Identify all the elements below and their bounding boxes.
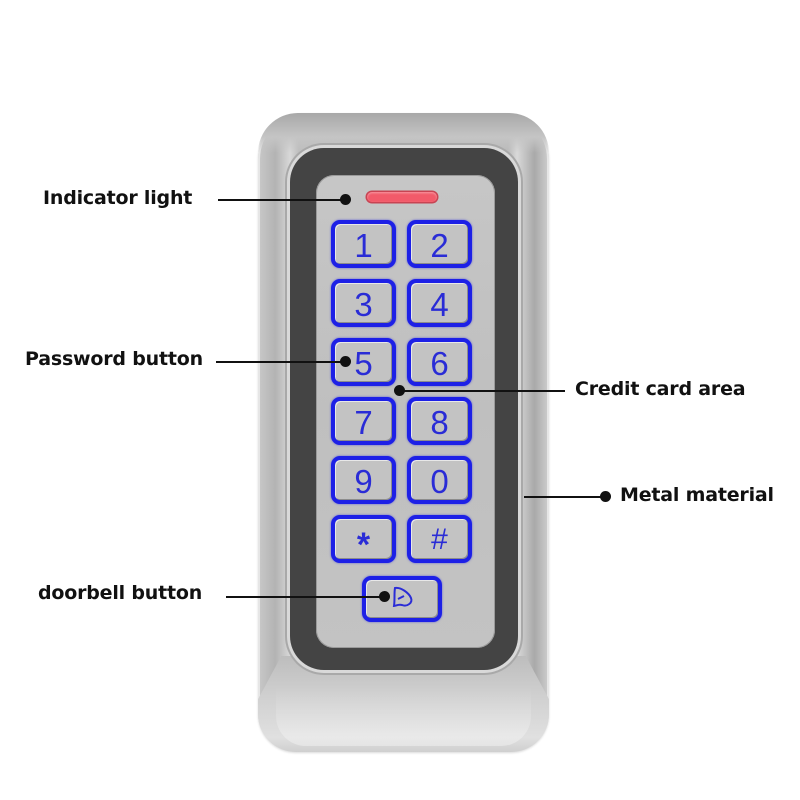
label-indicator-light: Indicator light xyxy=(43,187,193,209)
device-top-bevel xyxy=(258,113,549,153)
key-label: 7 xyxy=(354,403,373,441)
key-6[interactable]: 6 xyxy=(407,338,472,386)
label-metal-material: Metal material xyxy=(620,484,774,506)
key-label: 5 xyxy=(354,344,373,382)
label-password-button: Password button xyxy=(25,348,203,370)
device-base-shine xyxy=(276,686,531,746)
key-7[interactable]: 7 xyxy=(331,397,396,445)
leader-indicator-light xyxy=(218,199,346,201)
key-1[interactable]: 1 xyxy=(331,220,396,268)
key-label: * xyxy=(356,526,371,564)
key-label: 2 xyxy=(430,226,449,264)
key-label: 0 xyxy=(430,462,449,500)
key-9[interactable]: 9 xyxy=(331,456,396,504)
bell-icon xyxy=(389,585,415,613)
key-label: 9 xyxy=(354,462,373,500)
leader-metal-material xyxy=(524,496,606,498)
device-base xyxy=(258,656,549,752)
label-doorbell-button: doorbell button xyxy=(38,582,203,604)
key-label: 4 xyxy=(430,285,449,323)
dot-indicator-light xyxy=(340,194,351,205)
key-label: # xyxy=(431,523,448,556)
key-label: 8 xyxy=(430,403,449,441)
doorbell-key[interactable] xyxy=(362,576,442,622)
dot-doorbell-button xyxy=(379,591,390,602)
key-8[interactable]: 8 xyxy=(407,397,472,445)
dot-password-button xyxy=(340,356,351,367)
leader-doorbell-button xyxy=(226,596,381,598)
label-credit-card-area: Credit card area xyxy=(575,378,746,400)
key-0[interactable]: 0 xyxy=(407,456,472,504)
key-4[interactable]: 4 xyxy=(407,279,472,327)
key-label: 6 xyxy=(430,344,449,382)
dot-metal-material xyxy=(600,491,611,502)
leader-credit-card-area xyxy=(400,390,565,392)
key-label: 3 xyxy=(354,285,373,323)
key-star[interactable]: * xyxy=(331,515,396,563)
key-5[interactable]: 5 xyxy=(331,338,396,386)
key-hash[interactable]: # xyxy=(407,515,472,563)
leader-password-button xyxy=(216,361,344,363)
indicator-light xyxy=(367,192,437,202)
key-3[interactable]: 3 xyxy=(331,279,396,327)
key-2[interactable]: 2 xyxy=(407,220,472,268)
dot-credit-card-area xyxy=(394,385,405,396)
key-label: 1 xyxy=(354,226,373,264)
